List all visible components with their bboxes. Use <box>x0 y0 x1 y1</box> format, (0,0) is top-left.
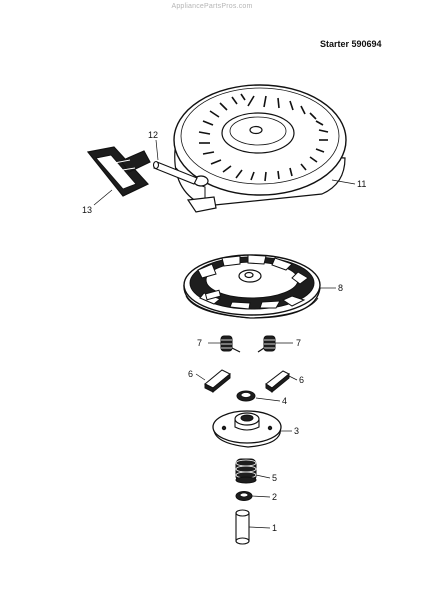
callout-4: 4 <box>282 396 287 406</box>
callout-8: 8 <box>338 283 343 293</box>
callout-2: 2 <box>272 492 277 502</box>
callout-6-right: 6 <box>299 375 304 385</box>
callout-7-left: 7 <box>197 338 202 348</box>
retainer-part[interactable] <box>212 410 282 448</box>
pulley-part[interactable] <box>183 254 321 319</box>
callout-1: 1 <box>272 523 277 533</box>
pawl-spring-right-part[interactable] <box>257 335 276 353</box>
rope-part[interactable] <box>152 160 198 185</box>
callout-11: 11 <box>357 179 366 189</box>
diagram-title: Starter 590694 <box>320 39 382 49</box>
pawl-right-part[interactable] <box>265 370 290 394</box>
callout-5: 5 <box>272 473 277 483</box>
small-washer-part[interactable] <box>235 491 253 501</box>
callout-3: 3 <box>294 426 299 436</box>
washer-part[interactable] <box>236 390 256 402</box>
leader-lines <box>93 139 356 529</box>
pawl-spring-left-part[interactable] <box>220 335 241 353</box>
starter-housing-part[interactable] <box>173 84 347 213</box>
starter-handle-part[interactable] <box>86 146 151 197</box>
callout-7-right: 7 <box>296 338 301 348</box>
pawl-left-part[interactable] <box>204 369 231 394</box>
brake-spring-part[interactable] <box>235 458 257 484</box>
callout-13: 13 <box>82 205 92 215</box>
pin-part[interactable] <box>235 509 250 545</box>
watermark: AppliancePartsPros.com <box>171 3 253 10</box>
callout-6-left: 6 <box>188 369 193 379</box>
callout-12: 12 <box>148 130 158 140</box>
